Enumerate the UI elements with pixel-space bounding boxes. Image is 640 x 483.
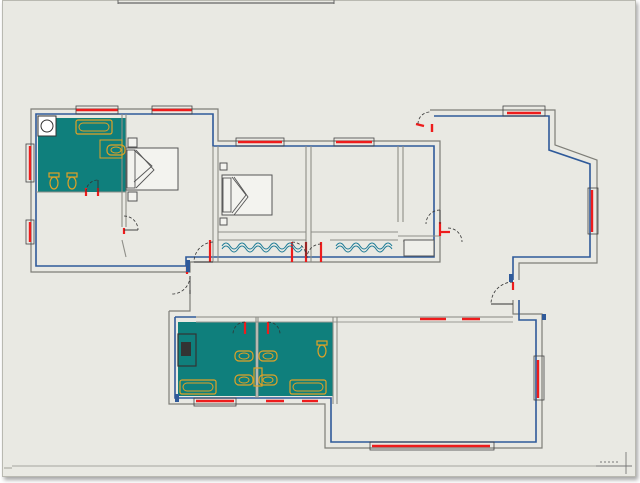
bed-linen-lines (126, 149, 249, 216)
bed-master (125, 147, 179, 191)
bedside-table (127, 191, 138, 202)
wall-end-markers (175, 260, 546, 402)
wall-outline-lower (168, 300, 543, 449)
top-edge-element (117, 0, 335, 4)
shower-enclosure (177, 333, 197, 367)
ensuite-bath-floor (38, 118, 126, 192)
furniture (125, 137, 435, 257)
ucs-crosshair-icon (596, 452, 632, 474)
ensuite-fixtures (37, 115, 126, 190)
wardrobe-unit (403, 239, 435, 257)
wall-outline-upper-left (30, 108, 441, 273)
window-frames (25, 105, 599, 451)
drawing-border-lines (4, 465, 628, 469)
shower-tray (37, 115, 57, 137)
lower-bath-fixtures (177, 333, 328, 395)
wall-outline-upper-right (430, 109, 598, 280)
lower-bath-floor-left (178, 322, 256, 396)
windows (28, 108, 594, 448)
wardrobe-hangers (218, 239, 398, 253)
